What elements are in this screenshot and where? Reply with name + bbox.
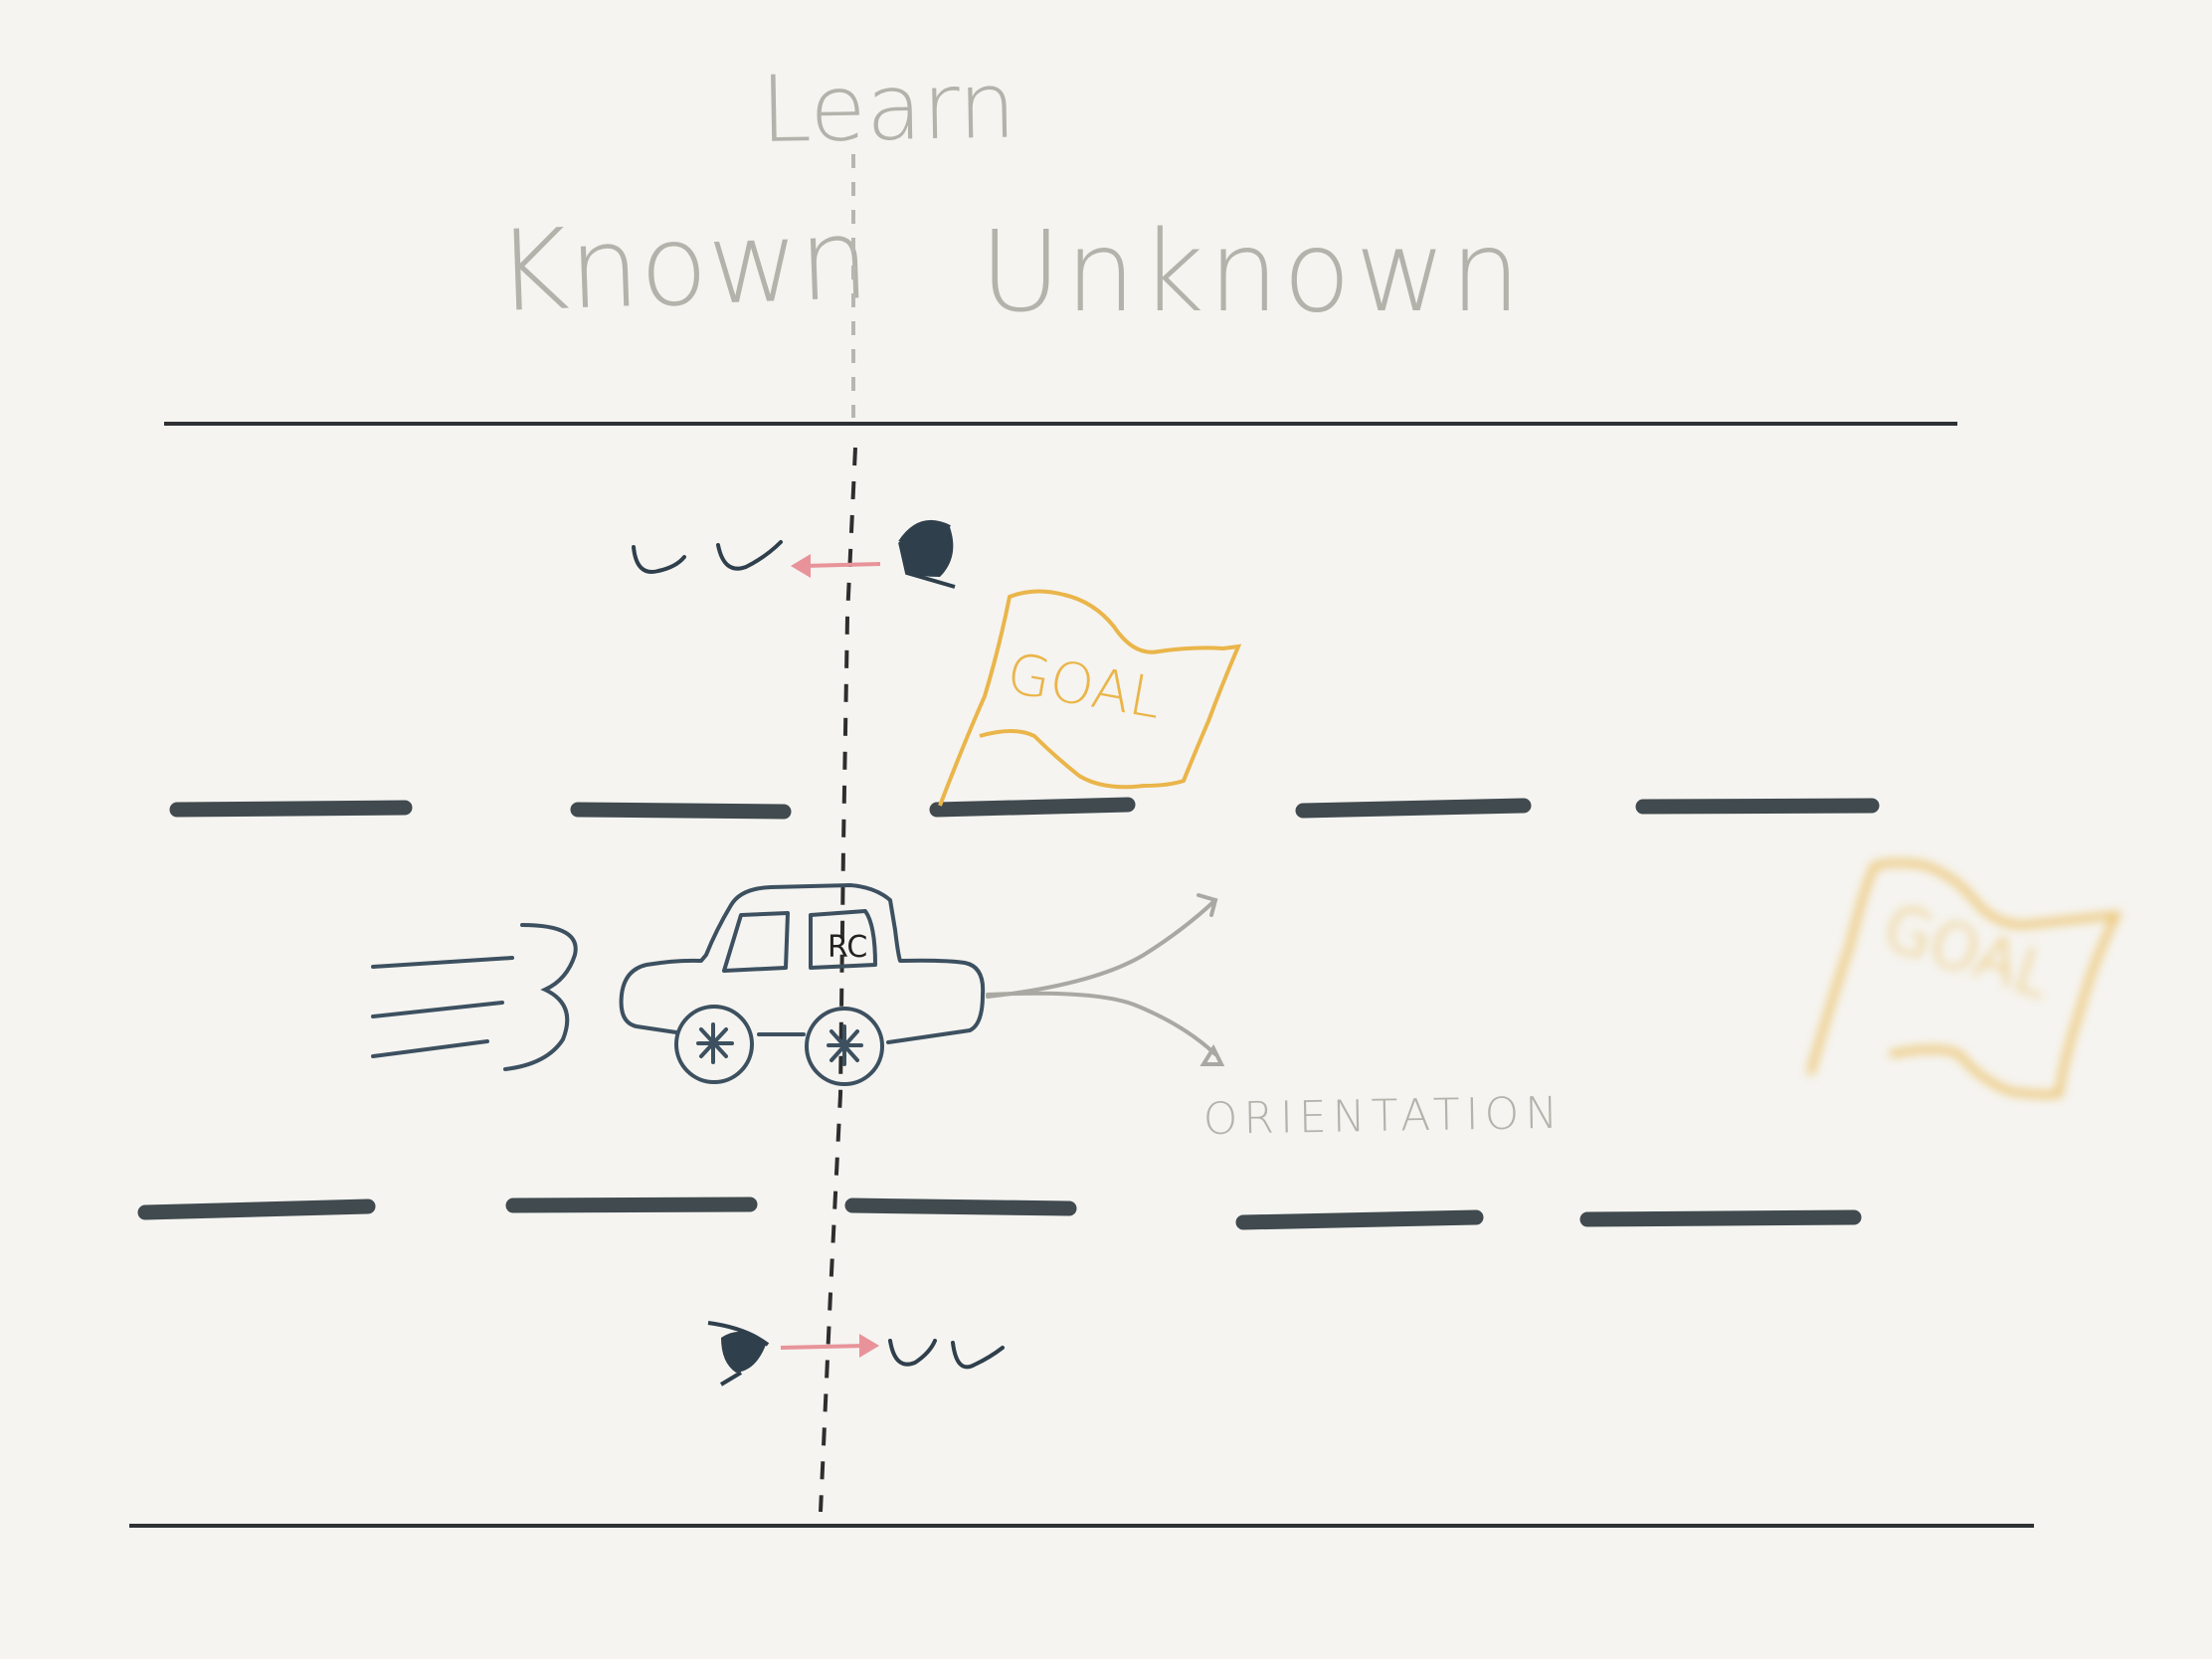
rear-wheel: [674, 1005, 754, 1084]
orientation-arrows: [986, 893, 1225, 1066]
speed-lines-icon: [371, 923, 578, 1071]
goal-flag-text: GOAL: [1003, 642, 1167, 732]
car-icon: RC: [619, 883, 986, 1086]
driver-initials: RC: [828, 930, 867, 965]
divider-road: [819, 447, 857, 1513]
eye-icon-upper: [898, 520, 956, 589]
arrow-left-pink: [791, 554, 881, 578]
closed-eyes-lower: [888, 1339, 1005, 1370]
goal-flag-icon: GOAL: [938, 589, 1242, 807]
arrow-right-pink: [780, 1334, 879, 1358]
faded-goal-flag-text: GOAL: [1875, 890, 2061, 1013]
eye-icon-lower: [707, 1321, 770, 1386]
closed-eyes-upper: [632, 540, 783, 574]
unknown-label: Unknown: [980, 208, 1525, 337]
orientation-label: ORIENTATION: [1202, 1088, 1564, 1145]
lane-dashes-lower: [137, 1197, 1862, 1230]
faded-goal-flag-icon: GOAL: [1807, 859, 2122, 1098]
front-wheel: [805, 1007, 884, 1086]
known-label: Known: [493, 195, 871, 337]
learn-title: Learn: [760, 53, 1017, 163]
lane-dashes-upper: [169, 797, 1880, 820]
